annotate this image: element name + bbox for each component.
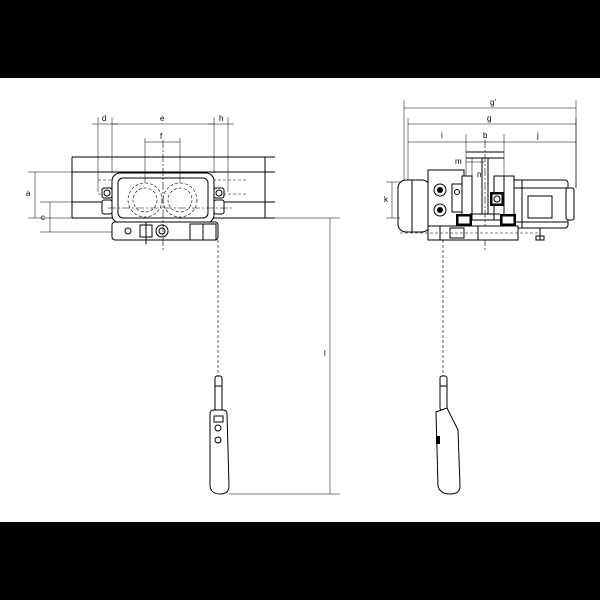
side-motor	[501, 175, 575, 241]
dim-h: h	[208, 114, 234, 192]
dim-label-m: m	[455, 157, 462, 166]
dim-label-j: j	[536, 131, 539, 140]
technical-drawing: d e h f	[26, 98, 577, 495]
dim-label-b: b	[483, 131, 488, 140]
dim-label-e: e	[160, 114, 165, 123]
front-view: d e h f	[26, 114, 340, 495]
dim-label-c: c	[41, 213, 45, 222]
front-pendant	[209, 375, 230, 495]
side-pendant	[435, 375, 461, 495]
dim-label-k: k	[384, 195, 389, 204]
dim-f: f	[144, 132, 181, 183]
dim-label-g-prime: g'	[490, 98, 496, 107]
dim-g: g	[407, 114, 577, 188]
dim-c: c	[40, 201, 112, 233]
dim-m: m	[455, 157, 485, 178]
dim-i-b-j: i b j	[408, 131, 576, 176]
dim-label-a: a	[26, 189, 31, 198]
dim-label-i-top: i	[441, 131, 443, 140]
front-trolley	[101, 172, 225, 244]
dim-label-d: d	[102, 114, 106, 123]
dim-a: a	[26, 171, 112, 219]
dim-k: k	[384, 181, 400, 219]
dim-label-l: l	[324, 349, 326, 358]
dim-label-h: h	[219, 114, 223, 123]
dim-l: l	[229, 217, 340, 495]
drawing-sheet: d e h f	[0, 78, 600, 522]
dim-label-g: g	[487, 114, 491, 123]
dim-label-f: f	[160, 132, 163, 141]
dim-n: n	[477, 170, 481, 179]
side-view: g' g i b j	[384, 98, 577, 495]
dim-label-n: n	[477, 170, 481, 179]
side-lower-assembly	[400, 214, 540, 241]
dim-e: e	[112, 114, 215, 173]
